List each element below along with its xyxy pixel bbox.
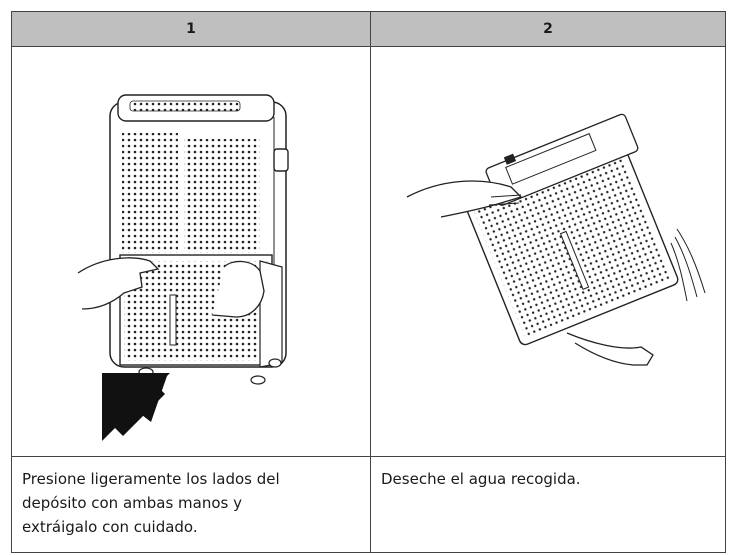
step-header-2: 2 <box>371 12 725 46</box>
instruction-table: 1 2 <box>11 11 726 553</box>
illustration-remove-tank <box>12 47 370 456</box>
step-caption-2: Deseche el agua recogida. <box>381 470 581 488</box>
step-caption-1: Presione ligeramente los lados del depós… <box>22 470 280 536</box>
step-header-1: 1 <box>12 12 370 46</box>
illustration-empty-tank <box>371 47 725 456</box>
